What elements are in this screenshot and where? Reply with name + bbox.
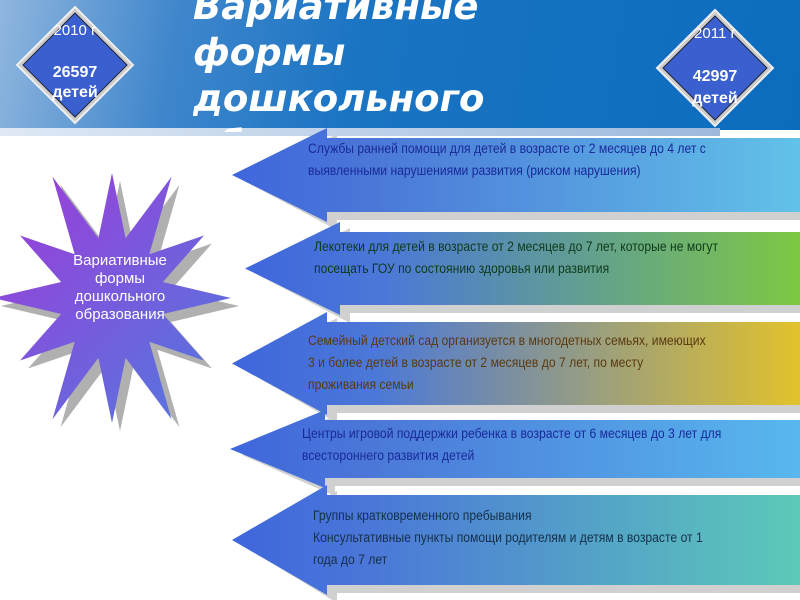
right-badge-unit: детей [692,90,738,107]
arrow-text-3: Семейный детский сад организуется в мног… [308,330,706,396]
arrow-text-4: Центры игровой поддержки ребенка в возра… [302,423,721,467]
left-badge-year: 2010 г [53,22,97,39]
arrow-text-1: Службы ранней помощи для детей в возраст… [308,138,706,182]
right-diamond-badge [655,8,775,128]
arrow-text-line: проживания семьи [308,377,414,392]
left-badge-unit: детей [52,84,98,101]
arrow-text-line: выявленными нарушениями развития (риском… [308,163,641,178]
arrow-text-line: Центры игровой поддержки ребенка в возра… [302,426,722,441]
center-label: Вариативные формы дошкольного образовани… [73,252,167,323]
arrow-text-line: Лекотеки для детей в возрасте от 2 месяц… [314,239,719,254]
arrow-5 [232,485,800,595]
arrow-text-line: Консультативные пункты помощи родителям … [313,530,703,545]
star-burst [0,173,231,423]
arrow-text-line: 3 и более детей в возрасте от 2 месяцев … [308,355,644,370]
arrow-3 [232,312,800,415]
header-divider [0,128,720,136]
arrow-text-line: посещать ГОУ по состоянию здоровья или р… [314,261,610,276]
right-badge-count: 42997 [692,68,738,85]
arrow-text-line: Группы кратковременного пребывания [313,508,532,523]
slide-title: Вариативные формы дошкольного образовани… [193,0,485,132]
arrow-1 [232,128,800,222]
arrow-text-2: Лекотеки для детей в возрасте от 2 месяц… [314,236,718,280]
left-badge-count: 26597 [52,64,98,81]
arrow-4 [230,410,800,488]
arrow-text-line: всестороннего развития детей [302,448,475,463]
arrow-text-line: Семейный детский сад организуется в мног… [308,333,706,348]
arrow-text-line: года до 7 лет [313,552,388,567]
left-diamond-badge [15,5,135,125]
arrow-text-line: Службы ранней помощи для детей в возраст… [308,141,706,156]
arrow-2 [245,222,800,315]
right-badge-year: 2011 г [694,25,736,42]
